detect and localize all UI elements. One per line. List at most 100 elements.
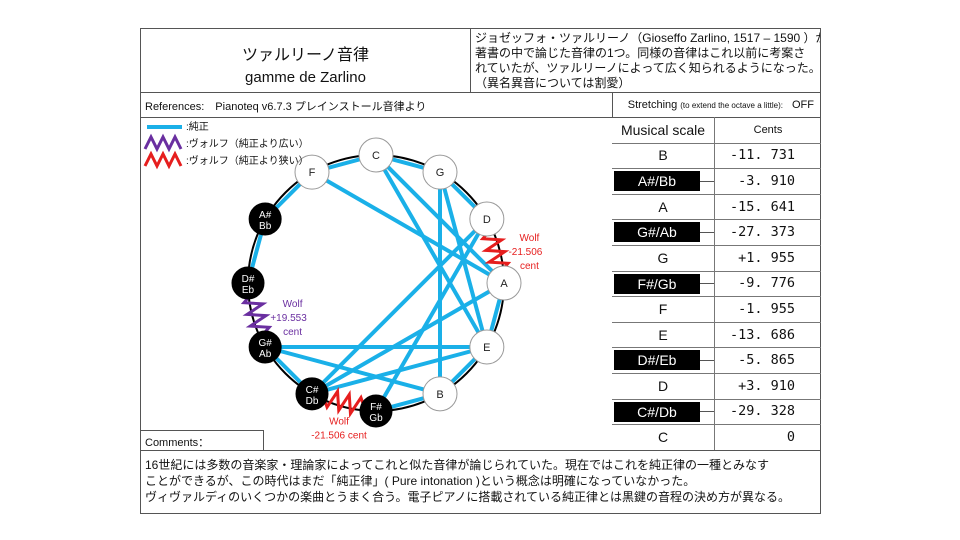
wolf-label: Wolf xyxy=(283,299,303,310)
comment-line: ヴィヴァルディのいくつかの楽曲とうまく合う。電子ピアノに搭載されている純正律とは… xyxy=(145,490,791,504)
note-name: C#/Db xyxy=(614,401,700,422)
note-label: A xyxy=(500,278,508,290)
note-name: B xyxy=(658,147,668,164)
note-label: Eb xyxy=(242,285,255,296)
note-label: A# xyxy=(259,210,272,221)
note-name: G#/Ab xyxy=(614,222,700,243)
table-row: E -13. 686 xyxy=(612,321,821,349)
connector-line xyxy=(700,180,714,182)
cents-value: -13. 686 xyxy=(714,321,821,348)
legend-wolf_narrow-label: :ヴォルフ（純正より狭い） xyxy=(186,154,309,167)
wolf-zigzag-icon xyxy=(240,293,273,337)
pure-interval-line xyxy=(310,217,489,396)
comment-line: ことができるが、この時代はまだ「純正律」( Pure intonation )と… xyxy=(145,474,696,488)
stretching-note: (to extend the octave a little): xyxy=(680,100,783,110)
cents-value: -3. 910 xyxy=(714,168,821,194)
description-line: ジョゼッフォ・ツァルリーノ（Gioseffo Zarlino, 1517 – 1… xyxy=(475,31,821,45)
table-row: A#/Bb-3. 910 xyxy=(612,168,821,195)
note-node: C xyxy=(358,137,394,173)
wolf-zigzag-icon xyxy=(479,229,512,273)
table-row: A -15. 641 xyxy=(612,193,821,221)
stretching-value: OFF xyxy=(792,99,814,111)
wolf-zigzag-icon xyxy=(322,386,366,419)
pure-interval-line xyxy=(374,153,489,349)
table-row: D#/Eb -5. 865 xyxy=(612,347,821,374)
title-japanese: ツァルリーノ音律 xyxy=(241,47,370,64)
legend-wolf_wide-label: :ヴォルフ（純正より広い） xyxy=(186,137,309,150)
cents-value: -29. 328 xyxy=(714,398,821,425)
connector-line xyxy=(700,283,714,285)
cents-value: -9. 776 xyxy=(714,270,821,297)
note-label: G xyxy=(436,167,445,179)
pure-interval-line xyxy=(310,170,506,285)
stretching-label: Stretching xyxy=(627,99,678,111)
note-name: A xyxy=(658,198,668,215)
pure-interval-line xyxy=(311,345,488,396)
header-musical-scale: Musical scale xyxy=(620,121,706,138)
table-row: C#/Db -29. 328 xyxy=(612,398,821,426)
references: References: Pianoteq v6.7.3 プレインストール音律より xyxy=(140,92,613,118)
comments-text: 16世紀には多数の音楽家・理論家によってこれと似た音律が論じられていた。現在では… xyxy=(140,450,821,514)
note-node: D xyxy=(469,201,505,237)
comments-label: Comments： xyxy=(140,430,264,451)
wolf-label: Wolf xyxy=(520,233,540,244)
note-name: F xyxy=(658,300,668,317)
note-node: A xyxy=(486,265,522,301)
note-label: C xyxy=(372,150,380,162)
wolf-label: cent xyxy=(283,327,302,338)
pure-interval-line xyxy=(374,217,489,413)
note-label: Ab xyxy=(259,349,272,360)
pure-interval-line xyxy=(310,281,506,396)
connector-line xyxy=(700,231,714,233)
connector-line xyxy=(700,359,714,361)
legend-wolf_wide-icon xyxy=(143,133,183,153)
note-node: G#Ab xyxy=(248,330,282,364)
note-label: E xyxy=(483,342,490,354)
legend-wolf_narrow-icon xyxy=(143,150,183,170)
note-label: B xyxy=(436,389,443,401)
table-header: Musical scale Cents xyxy=(612,117,821,144)
note-name: D#/Eb xyxy=(614,350,700,371)
note-label: G# xyxy=(258,338,272,349)
note-node: A#Bb xyxy=(248,202,282,236)
note-label: F# xyxy=(370,402,382,413)
table-row: D+3. 910 xyxy=(612,373,821,400)
wolf-label: -21.506 cent xyxy=(311,430,367,441)
title-cell: ツァルリーノ音律 gamme de Zarlino xyxy=(140,28,471,93)
cents-value: +1. 955 xyxy=(714,245,821,271)
description-line: （異名異音については割愛） xyxy=(475,76,631,90)
note-node: D#Eb xyxy=(231,266,265,300)
comment-line: 16世紀には多数の音楽家・理論家によってこれと似た音律が論じられていた。現在では… xyxy=(145,458,770,472)
note-name: G xyxy=(657,249,669,266)
note-label: F xyxy=(309,167,316,179)
circle-outline xyxy=(247,154,505,412)
note-node: C#Db xyxy=(295,377,329,411)
note-node: F xyxy=(294,154,330,190)
header-cents: Cents xyxy=(714,117,821,143)
note-node: E xyxy=(469,329,505,365)
cents-value: -15. 641 xyxy=(714,193,821,220)
cents-value: -1. 955 xyxy=(714,296,821,322)
table-row: F#/Gb-9. 776 xyxy=(612,270,821,298)
table-row: G +1. 955 xyxy=(612,245,821,272)
cents-value: -5. 865 xyxy=(714,347,821,373)
cents-value: -27. 373 xyxy=(714,219,821,245)
note-label: C# xyxy=(306,385,319,396)
cents-value: -11. 731 xyxy=(714,142,821,169)
table-row: G#/Ab -27. 373 xyxy=(612,219,821,246)
wolf-label: +19.553 xyxy=(270,313,307,324)
cents-value: +3. 910 xyxy=(714,373,821,399)
cents-value: 0 xyxy=(714,424,821,450)
pure-interval-line xyxy=(264,345,441,396)
wolf-label: -21.506 xyxy=(508,247,542,258)
note-label: Bb xyxy=(259,221,272,232)
note-node: B xyxy=(422,376,458,412)
note-label: D# xyxy=(242,274,255,285)
note-name: E xyxy=(658,326,668,343)
note-label: Gb xyxy=(369,413,383,424)
connector-line xyxy=(700,411,714,413)
note-label: D xyxy=(483,214,491,226)
note-name: C xyxy=(657,428,669,445)
